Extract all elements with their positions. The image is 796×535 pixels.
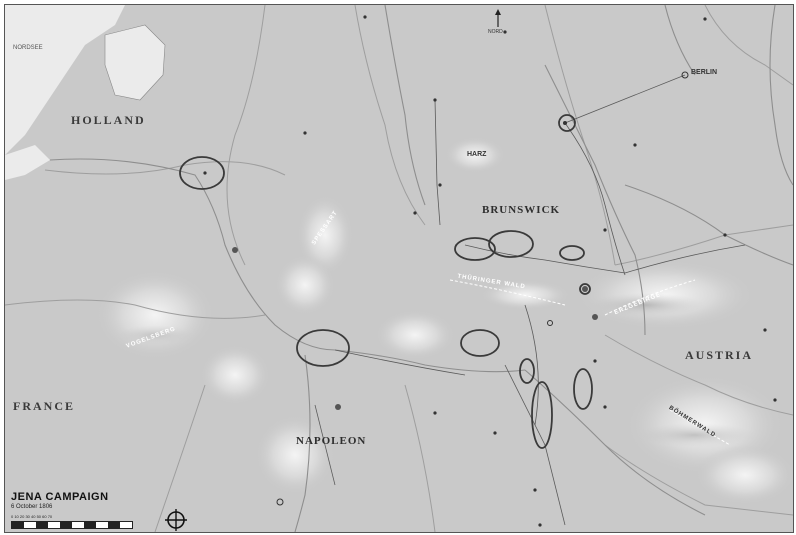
relief (95, 137, 793, 505)
range-hatching (449, 279, 731, 446)
map-canvas (5, 5, 793, 532)
north-label: NORD (488, 29, 503, 35)
north-sea (5, 5, 125, 155)
city-markers (203, 15, 777, 527)
map-date: 6 October 1806 (11, 504, 53, 510)
borders (5, 5, 793, 532)
scale-ticks: 0 10 20 30 40 50 60 70 (11, 514, 53, 519)
army-label-napoleon: NAPOLEON (296, 435, 367, 447)
region-label-france: FRANCE (13, 399, 75, 413)
roads (314, 74, 746, 526)
sea-label: NORDSEE (13, 45, 43, 51)
region-label-harz: HARZ (467, 151, 487, 158)
compass-icon (165, 509, 187, 531)
capital-label-berlin: BERLIN (691, 69, 718, 76)
army-positions (179, 114, 593, 449)
zuiderzee (104, 24, 166, 101)
rhine-estuary (5, 145, 50, 180)
scale-bar (11, 521, 133, 529)
map-title: JENA CAMPAIGN (11, 491, 109, 503)
north-arrow-icon (495, 9, 501, 27)
region-label-holland: HOLLAND (71, 113, 146, 127)
army-label-brunswick: BRUNSWICK (482, 204, 561, 216)
map-frame: HOLLAND FRANCE AUSTRIA HARZ BRUNSWICK NA… (4, 4, 794, 533)
map-title-block: JENA CAMPAIGN 6 October 1806 (11, 491, 161, 529)
region-label-austria: AUSTRIA (685, 348, 754, 362)
